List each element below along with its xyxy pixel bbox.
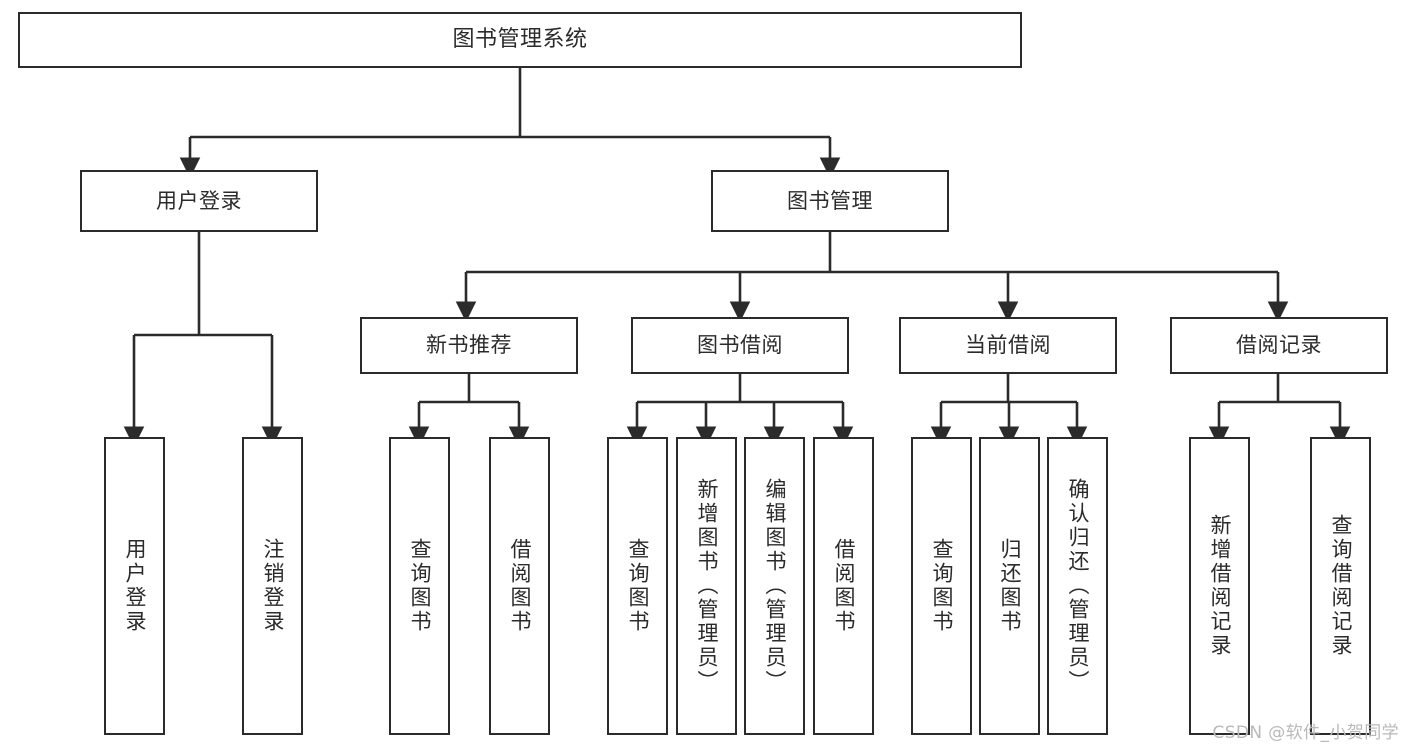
node-label: 注销登录 — [261, 538, 285, 634]
node-label: 借阅图书 — [832, 538, 856, 634]
node-label: 查询图书 — [930, 538, 954, 634]
node-label: 确认归还（管理员） — [1066, 478, 1090, 694]
node-leaf-confirm-return-admin[interactable]: 确认归还（管理员） — [1047, 437, 1108, 735]
node-borrow-record[interactable]: 借阅记录 — [1170, 317, 1388, 374]
node-label: 新书推荐 — [426, 333, 512, 358]
node-label: 图书管理系统 — [452, 27, 588, 53]
node-user-login[interactable]: 用户登录 — [80, 170, 318, 232]
node-label: 用户登录 — [156, 188, 242, 213]
node-current-borrow[interactable]: 当前借阅 — [899, 317, 1117, 374]
node-leaf-add-book-admin[interactable]: 新增图书（管理员） — [676, 437, 737, 735]
node-leaf-add-borrow-record[interactable]: 新增借阅记录 — [1189, 437, 1250, 735]
node-label: 用户登录 — [123, 538, 147, 634]
node-label: 查询图书 — [626, 538, 650, 634]
node-label: 新增图书（管理员） — [695, 478, 719, 694]
node-label: 借阅图书 — [508, 538, 532, 634]
node-label: 图书借阅 — [697, 333, 783, 358]
node-leaf-user-login[interactable]: 用户登录 — [104, 437, 165, 735]
node-label: 借阅记录 — [1236, 333, 1322, 358]
node-leaf-logout[interactable]: 注销登录 — [242, 437, 303, 735]
node-leaf-query-book-recommend[interactable]: 查询图书 — [389, 437, 450, 735]
node-label: 图书管理 — [787, 188, 873, 213]
node-leaf-query-book-current[interactable]: 查询图书 — [911, 437, 972, 735]
node-label: 查询借阅记录 — [1329, 514, 1353, 658]
node-label: 归还图书 — [998, 538, 1022, 634]
watermark-text: CSDN @软件_小贺同学 — [1212, 723, 1399, 743]
node-leaf-query-book-borrow[interactable]: 查询图书 — [607, 437, 668, 735]
node-leaf-query-borrow-record[interactable]: 查询借阅记录 — [1310, 437, 1371, 735]
node-label: 查询图书 — [408, 538, 432, 634]
node-root-library-system[interactable]: 图书管理系统 — [18, 12, 1022, 68]
node-label: 编辑图书（管理员） — [763, 478, 787, 694]
node-leaf-return-book[interactable]: 归还图书 — [979, 437, 1040, 735]
node-label: 新增借阅记录 — [1208, 514, 1232, 658]
node-leaf-borrow-book-recommend[interactable]: 借阅图书 — [489, 437, 550, 735]
node-book-borrow[interactable]: 图书借阅 — [631, 317, 849, 374]
node-leaf-borrow-book[interactable]: 借阅图书 — [813, 437, 874, 735]
node-leaf-edit-book-admin[interactable]: 编辑图书（管理员） — [744, 437, 805, 735]
node-book-management[interactable]: 图书管理 — [711, 170, 949, 232]
node-label: 当前借阅 — [965, 333, 1051, 358]
node-new-book-recommend[interactable]: 新书推荐 — [360, 317, 578, 374]
